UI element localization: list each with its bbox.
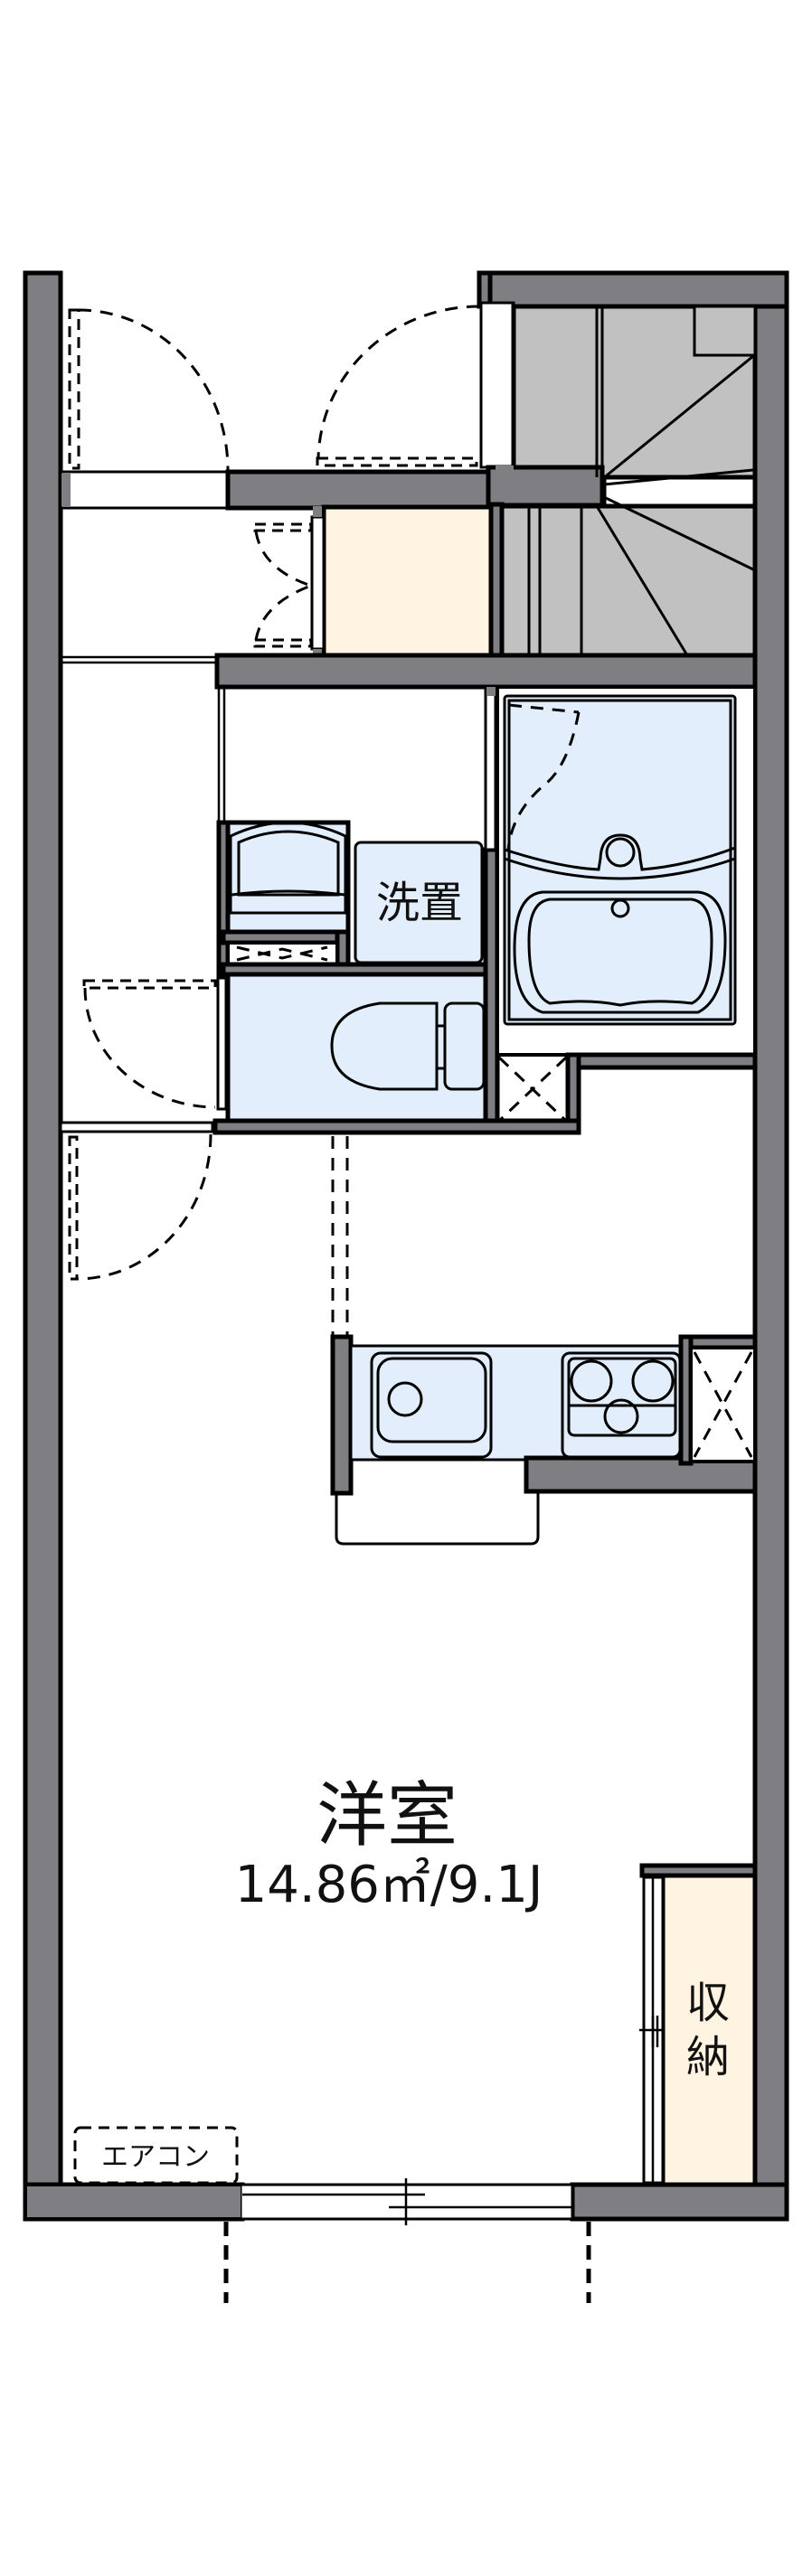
entrance-threshold: [59, 470, 230, 510]
entrance-door[interactable]: [68, 308, 230, 471]
toilet-door-frame: [216, 976, 228, 1111]
staircase: [486, 304, 758, 659]
vanity: [225, 820, 351, 935]
top-wall-return: [477, 270, 493, 306]
burner-icon: [603, 1398, 639, 1434]
burner-icon: [570, 1359, 613, 1403]
shoe-cabinet: [253, 502, 505, 659]
outer-walls: [23, 270, 789, 2222]
washroom-door-frame: [484, 685, 497, 851]
left-exterior-wall: [23, 270, 63, 2222]
closet-storage: [660, 1873, 758, 2187]
burner-icon: [631, 1359, 675, 1403]
toilet-room: [82, 972, 488, 1123]
room-door[interactable]: [68, 1133, 212, 1281]
entrance-door-leaf: [68, 308, 80, 470]
bath-door[interactable]: [506, 703, 581, 851]
kitchen-sink: [370, 1351, 493, 1459]
stair-door-swing: [316, 305, 480, 459]
washer-space-label: 洗置: [376, 878, 463, 928]
kitchen-stub-wall: [330, 1334, 354, 1496]
entrance-door-swing: [78, 308, 230, 471]
closet: 収 納: [639, 1863, 758, 2187]
toilet-bowl: [330, 1001, 439, 1091]
right-exterior-wall: [752, 270, 789, 2222]
washroom: 洗置: [216, 687, 488, 982]
bottom-wall-right: [570, 2182, 789, 2222]
sliding-window[interactable]: [27, 2178, 574, 2225]
wet-area-bottom-wall: [212, 1118, 581, 1135]
stair-door-leaf: [316, 456, 478, 467]
closet-label-2: 納: [686, 2032, 730, 2082]
top-exterior-wall: [477, 270, 789, 309]
room-name: 洋室: [316, 1775, 458, 1857]
toilet-floor: [225, 972, 488, 1123]
bath-floor-space: [497, 1056, 568, 1123]
unit-bath: [496, 685, 757, 1057]
shoe-cabinet-storage: [321, 504, 494, 658]
shoe-cabinet-doors[interactable]: [253, 522, 313, 648]
room-area: 14.86㎡/9.1J: [235, 1856, 543, 1914]
closet-label-1: 収: [686, 1978, 730, 2028]
middle-partition-wall: [214, 653, 758, 690]
air-conditioner-label: エアコン: [101, 2141, 210, 2173]
shoe-cabinet-door-frame: [310, 515, 326, 651]
kitchen: [330, 1334, 758, 1546]
refrigerator-space: [689, 1346, 757, 1463]
air-conditioner: エアコン: [73, 2126, 239, 2185]
toilet-door[interactable]: [82, 979, 217, 1109]
stairs-lower: [499, 503, 758, 659]
room-door-threshold: [59, 1121, 214, 1133]
stair-door[interactable]: [316, 305, 480, 467]
stair-landing-box: [693, 305, 757, 357]
stair-door-frame: [479, 301, 515, 469]
small-storage: [226, 941, 339, 966]
